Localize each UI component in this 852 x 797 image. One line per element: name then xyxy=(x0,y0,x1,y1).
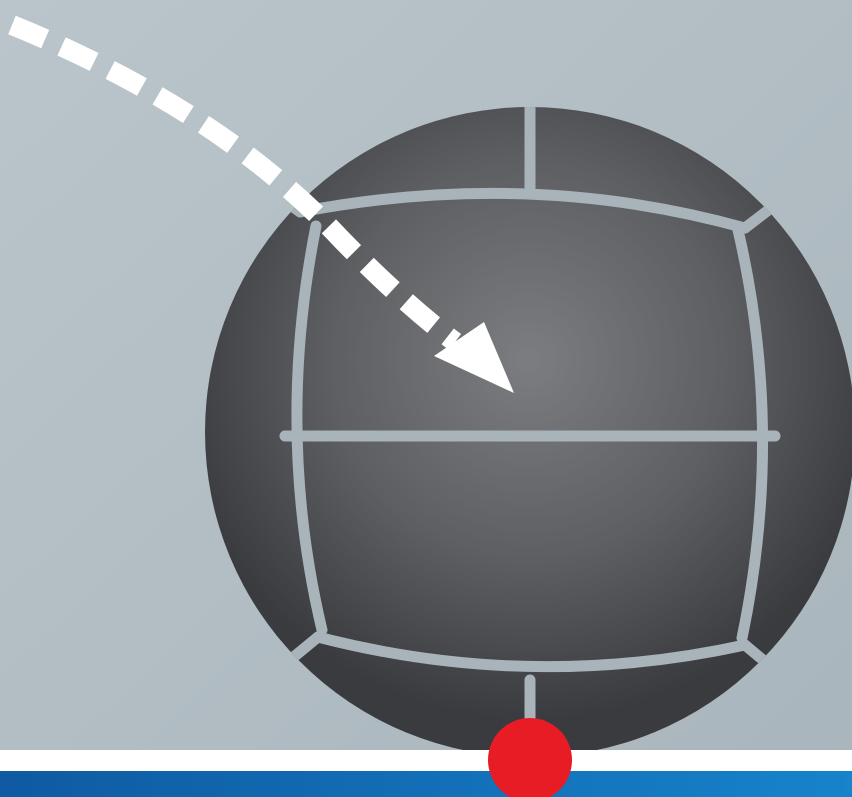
court-floor xyxy=(0,750,852,797)
court-line xyxy=(0,750,852,771)
court-surface xyxy=(0,771,852,797)
